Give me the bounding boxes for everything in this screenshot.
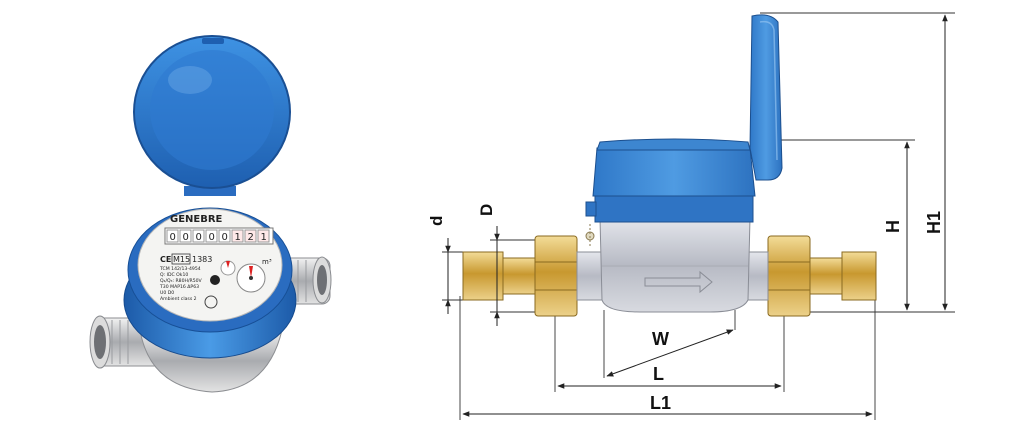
label-L: L	[653, 364, 664, 384]
counter-digit: 1	[261, 232, 267, 243]
counter-digit: 0	[183, 232, 189, 243]
photo-open-lid	[133, 35, 291, 196]
left-tail-piece	[462, 235, 578, 317]
label-d: d	[427, 216, 446, 226]
label-L1: L1	[650, 393, 671, 413]
counter-digit-box	[205, 229, 218, 243]
counter-digit: 2	[248, 232, 254, 243]
small-print-line: TCM 142/13-4954	[159, 266, 201, 272]
counter-digit: 0	[196, 232, 202, 243]
svg-text:CE: CE	[160, 255, 171, 264]
label-D: D	[477, 204, 496, 216]
photo-marking: M15	[173, 255, 190, 264]
label-W: W	[652, 329, 669, 349]
dimension-lines	[445, 14, 948, 417]
small-print-line: Ambient class 2	[160, 296, 197, 302]
counter-digit-box	[218, 229, 231, 243]
photo-marking-number: 1383	[192, 255, 212, 264]
technical-drawing: d D H H1 W L L1	[427, 12, 955, 420]
counter-digit-box	[166, 229, 179, 243]
right-tail-piece	[767, 235, 877, 317]
label-H: H	[883, 220, 903, 233]
small-print-line: T30 MAP16 ΔP63	[159, 284, 199, 290]
open-cover	[749, 14, 783, 181]
label-H1: H1	[924, 211, 944, 234]
counter-digit: 1	[235, 232, 241, 243]
small-print-line: Q: IDC Ok10	[160, 272, 188, 278]
counter-digit: 0	[222, 232, 228, 243]
meter-body	[576, 217, 769, 313]
small-print-line: U0 D0	[160, 290, 174, 296]
register-housing	[585, 138, 756, 248]
counter-digit-box	[257, 229, 270, 243]
counter-digit: 0	[170, 232, 176, 243]
photo-brand: GENEBRE	[170, 214, 223, 225]
photo-unit: m³	[262, 258, 272, 266]
small-print-line: Q₄/Q₃: R80H/R50V	[160, 278, 203, 284]
counter-digit-box	[231, 229, 244, 243]
counter-digit-box	[179, 229, 192, 243]
counter-digit-box	[192, 229, 205, 243]
counter-digit: 0	[209, 232, 215, 243]
counter-digit-box	[244, 229, 257, 243]
